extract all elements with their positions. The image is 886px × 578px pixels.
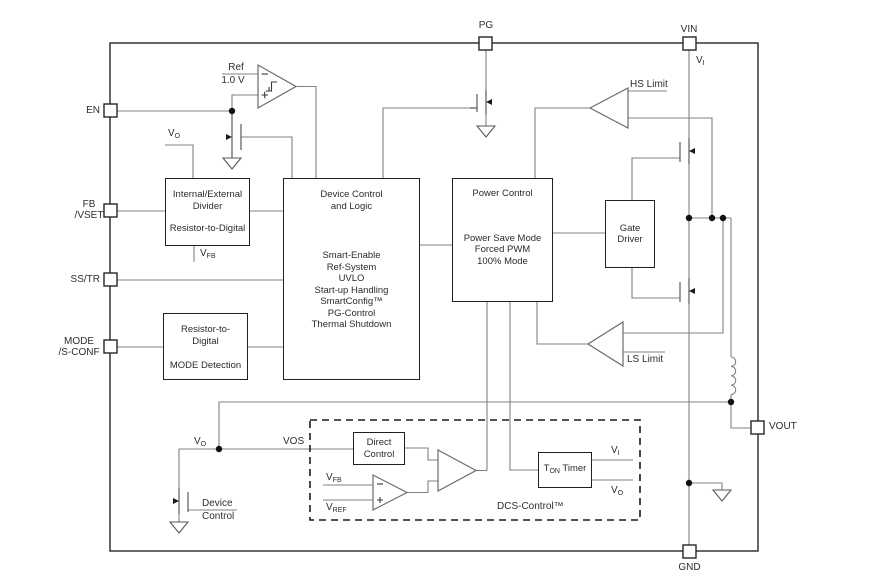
block-text: 100% Mode: [477, 255, 528, 267]
block-title: Device Control: [320, 189, 383, 200]
discharge-fet-label: Device Control: [202, 498, 235, 522]
block-text: MODE Detection: [169, 360, 242, 371]
vref-dcs-label: VREF: [326, 502, 347, 514]
block-text: Start-up Handling: [314, 284, 389, 296]
vfb-dcs-label: VFB: [326, 472, 342, 484]
ground-symbols: [168, 125, 733, 534]
block-text: Ref-System: [326, 261, 377, 273]
pg-pin-label: PG: [478, 20, 494, 31]
ls-limit-label: LS Limit: [627, 354, 664, 365]
gnd-pin-label: GND: [678, 562, 701, 573]
dcs-control-label: DCS-Control™: [497, 501, 564, 512]
vo-bottom-label: VO: [194, 436, 207, 448]
hs-limit-label: HS Limit: [630, 79, 668, 90]
block-text: SmartConfig™: [320, 296, 383, 307]
block-text: Resistor-to-Digital: [169, 223, 246, 234]
block-text: TON Timer: [543, 462, 587, 475]
block-text: Digital: [192, 335, 219, 347]
direct-control-block: Direct Control: [353, 432, 405, 465]
vos-label: VOS: [283, 436, 305, 447]
discharge-mosfet: [173, 488, 189, 514]
hysteresis-icon: [266, 81, 277, 92]
dcs-comparator: [372, 474, 409, 511]
block-text: Divider: [192, 200, 223, 212]
inductor: [730, 356, 737, 396]
block-text: Internal/External: [172, 189, 243, 200]
block-title: Power Control: [472, 188, 533, 199]
vin-pin-pad: [682, 36, 697, 51]
en-comparator: [257, 63, 298, 110]
ss-tr-pin-label: SS/TR: [70, 274, 100, 285]
block-text: Smart-Enable: [322, 250, 381, 261]
block-text: UVLO: [338, 273, 365, 284]
vfb-divider-label: VFB: [200, 248, 216, 260]
vi-rail-label: VI: [696, 55, 705, 67]
vo-ton-label: VO: [611, 485, 624, 497]
fb-vset-pin-label: FB /VSET: [74, 199, 104, 221]
vout-pin-pad: [750, 420, 765, 435]
block-text: Resistor-to-: [180, 324, 231, 335]
power-control-block: Power Control Power Save Mode Forced PWM…: [452, 178, 553, 302]
ton-timer-block: TON Timer: [538, 452, 592, 488]
ref-voltage-label: 1.0 V: [221, 75, 245, 86]
device-control-block: Device Control and Logic Smart-Enable Re…: [283, 178, 420, 380]
ref-label: Ref: [228, 62, 244, 73]
mode-sconf-pin-label: MODE /S-CONF: [58, 336, 100, 358]
junction-dots: [215, 107, 735, 487]
pg-mosfet: [470, 90, 492, 114]
ss-tr-pin-pad: [103, 272, 118, 287]
pin-pads: [103, 36, 765, 559]
vout-pin-label: VOUT: [769, 421, 797, 432]
mode-sconf-pin-pad: [103, 339, 118, 354]
block-text: Driver: [617, 234, 643, 245]
ls-limit-comparator: [586, 320, 624, 368]
block-title: and Logic: [330, 200, 373, 212]
hs-limit-comparator: [588, 87, 629, 129]
divider-block: Internal/External Divider Resistor-to-Di…: [165, 178, 250, 246]
block-text: Direct: [366, 437, 392, 448]
pg-pin-pad: [478, 36, 493, 51]
ground-icon: [475, 125, 497, 138]
block-text: PG-Control: [327, 307, 376, 319]
mode-detection-block: Resistor-to- Digital MODE Detection: [163, 313, 248, 380]
en-pulldown-mosfet: [226, 111, 242, 158]
block-text: Thermal Shutdown: [311, 319, 392, 330]
block-text: Power Save Mode: [463, 232, 542, 244]
low-side-mosfet: [679, 278, 695, 304]
en-pin-pad: [103, 103, 118, 118]
wires: [117, 50, 751, 545]
vi-ton-label: VI: [611, 445, 620, 457]
en-pin-label: EN: [86, 105, 100, 116]
dcs-control-dashed-boundary: [309, 419, 641, 521]
gate-driver-block: Gate Driver: [605, 200, 655, 268]
ground-icon: [221, 157, 243, 170]
high-side-mosfet: [679, 138, 695, 164]
ground-icon: [168, 521, 190, 534]
vo-top-label: VO: [168, 128, 181, 140]
block-text: Control: [363, 448, 395, 460]
ground-icon: [711, 489, 733, 502]
vin-pin-label: VIN: [680, 24, 698, 35]
gnd-pin-pad: [682, 544, 697, 559]
block-text: Forced PWM: [474, 244, 531, 255]
dcs-driver-amp: [437, 448, 478, 493]
chip-boundary: [109, 42, 759, 552]
block-text: Gate: [619, 222, 641, 234]
fb-vset-pin-pad: [103, 203, 118, 218]
